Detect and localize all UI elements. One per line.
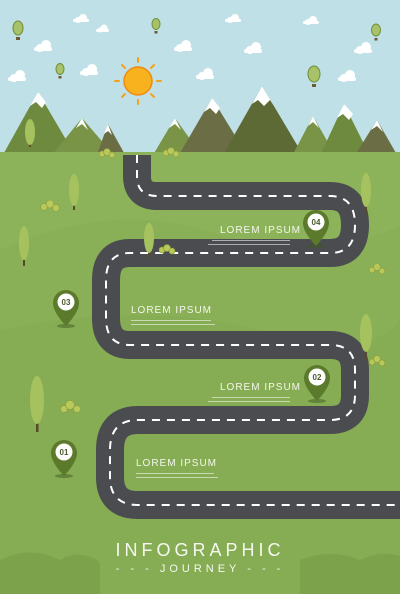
placeholder-line (212, 240, 290, 241)
cloud-icon (174, 40, 192, 52)
milestone-03-label: LOREM IPSUM (131, 305, 213, 316)
placeholder-line (208, 244, 290, 245)
mountain-range (0, 86, 400, 160)
milestone-number: 03 (62, 298, 71, 307)
milestone-number: 02 (313, 373, 322, 382)
milestone-02-label: LOREM IPSUM (220, 382, 302, 393)
bush-icon (162, 147, 180, 158)
cloud-icon (225, 14, 241, 23)
bush-icon (60, 400, 81, 413)
cloud-icon (196, 68, 214, 80)
placeholder-line (131, 324, 215, 325)
milestone-pin-02: 02 (304, 365, 330, 403)
cloud-icon (354, 42, 372, 54)
cloud-icon (303, 16, 319, 25)
milestone-number: 01 (60, 448, 69, 457)
placeholder-line (131, 320, 211, 321)
infographic-title: INFOGRAPHIC (115, 540, 285, 560)
sun-icon (114, 57, 162, 105)
cloud-icon (8, 70, 26, 82)
hot-air-balloon-icon (55, 63, 65, 79)
bush-icon (158, 244, 176, 255)
winding-road (92, 155, 400, 519)
cloud-icon (96, 24, 109, 33)
clouds (8, 14, 372, 82)
bush-icon (98, 148, 116, 159)
placeholder-line (136, 473, 214, 474)
tree-icon (361, 173, 371, 214)
milestone-pin-04: 04 (303, 210, 329, 248)
tree-icon (30, 376, 44, 432)
milestone-pin-01: 01 (51, 440, 77, 478)
cloud-icon (34, 40, 52, 52)
bush-icon (368, 355, 386, 367)
milestone-04-label: LOREM IPSUM (220, 225, 302, 236)
infographic-subtitle: - - - JOURNEY - - - (115, 563, 285, 575)
milestone-01-label: LOREM IPSUM (136, 458, 218, 469)
cloud-icon (338, 70, 356, 82)
bush-icon (40, 199, 60, 212)
placeholder-line (212, 397, 290, 398)
placeholder-line (136, 477, 218, 478)
hot-air-balloon-icon (307, 65, 321, 87)
tree-icon (19, 226, 29, 266)
tree-icon (69, 174, 79, 210)
bush-icon (368, 263, 386, 275)
tree-icon (360, 314, 372, 360)
placeholder-line (208, 401, 290, 402)
cloud-icon (73, 14, 89, 23)
milestone-pin-03: 03 (53, 290, 79, 328)
cloud-icon (244, 42, 262, 54)
cloud-icon (80, 64, 98, 76)
milestone-number: 04 (312, 218, 321, 227)
tree-icon (25, 119, 35, 147)
hot-air-balloon-icon (371, 23, 381, 41)
hot-air-balloon-icon (12, 20, 24, 40)
tree-icon (144, 223, 154, 258)
hot-air-balloon-icon (151, 18, 161, 34)
